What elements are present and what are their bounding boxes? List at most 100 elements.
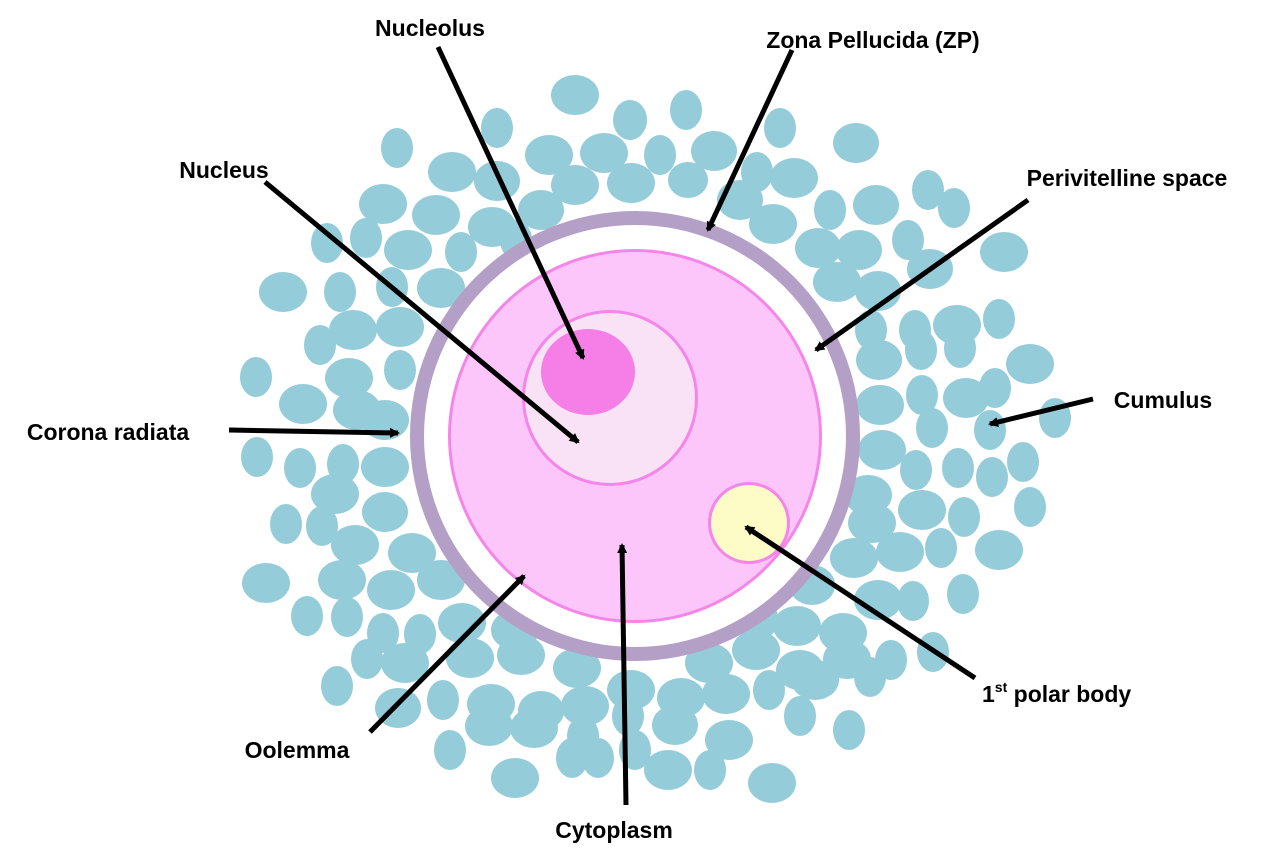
cumulus-cell [384, 230, 432, 270]
cumulus-cell [497, 635, 545, 675]
cumulus-cell [900, 450, 932, 490]
cumulus-cell [942, 448, 974, 488]
cumulus-cell [613, 100, 647, 140]
cumulus-cell [612, 696, 644, 736]
cumulus-cell [324, 272, 356, 312]
cumulus-cell [242, 563, 290, 603]
cumulus-cell [753, 670, 785, 710]
cumulus-cell [974, 410, 1006, 450]
cumulus-cell [351, 639, 383, 679]
cumulus-cell [856, 385, 904, 425]
label-polar-body-number: 1 [982, 681, 995, 707]
cumulus-cell [833, 710, 865, 750]
cumulus-cell [318, 560, 366, 600]
cumulus-cell [510, 708, 558, 748]
cumulus-cell [1014, 487, 1046, 527]
cumulus-cell [350, 218, 382, 258]
cumulus-cell [925, 528, 957, 568]
cumulus-cell [412, 195, 460, 235]
cumulus-cell [897, 581, 929, 621]
cumulus-cell [474, 161, 520, 201]
cumulus-cell [362, 492, 408, 532]
cumulus-cell [428, 152, 476, 192]
cumulus-cell [434, 730, 466, 770]
cumulus-cell [652, 705, 698, 745]
cumulus-cell [791, 660, 839, 700]
cumulus-cell [329, 310, 377, 350]
cumulus-cell [670, 90, 702, 130]
cumulus-cell [979, 368, 1011, 408]
cumulus-cell [1007, 442, 1039, 482]
cumulus-cell [607, 163, 655, 203]
label-polar-body: 1st polar body [982, 679, 1131, 707]
cumulus-cell [321, 666, 353, 706]
cumulus-cell [876, 532, 924, 572]
cumulus-cell [367, 570, 415, 610]
cumulus-cell [644, 750, 692, 790]
label-nucleus: Nucleus [179, 157, 268, 183]
cumulus-cell [491, 758, 539, 798]
cumulus-cell [284, 448, 316, 488]
cumulus-cell [905, 330, 937, 370]
label-polar-body-sup: st [995, 679, 1008, 695]
cumulus-cell [668, 162, 708, 198]
cumulus-cell [944, 328, 976, 368]
cumulus-cell [702, 674, 750, 714]
cumulus-cell [854, 657, 886, 697]
cumulus-cell [980, 232, 1028, 272]
cumulus-cell [445, 232, 477, 272]
cumulus-cell [644, 135, 676, 175]
cumulus-cell [938, 188, 970, 228]
nucleolus [541, 329, 635, 415]
cumulus-cell [916, 408, 948, 448]
cumulus-cell [948, 497, 980, 537]
arrow-corona [229, 430, 398, 433]
cumulus-cell [764, 108, 796, 148]
label-perivitelline-space: Perivitelline space [1027, 165, 1228, 191]
cumulus-cell [983, 299, 1015, 339]
cumulus-cell [291, 596, 323, 636]
cumulus-cell [858, 430, 906, 470]
cumulus-cell [241, 437, 273, 477]
cumulus-cell [732, 630, 780, 670]
cumulus-cell [853, 185, 899, 225]
cumulus-cell [359, 184, 407, 224]
cumulus-cell [976, 457, 1008, 497]
label-nucleolus: Nucleolus [375, 15, 485, 41]
cumulus-cell [694, 750, 726, 790]
cumulus-cell [814, 190, 846, 230]
cumulus-cell [813, 262, 861, 302]
cumulus-cell [259, 272, 307, 312]
cumulus-cell [898, 490, 946, 530]
cumulus-cell [947, 574, 979, 614]
cumulus-cell [551, 75, 599, 115]
label-oolemma: Oolemma [245, 737, 350, 763]
cumulus-cell [384, 350, 416, 390]
cumulus-cell [795, 228, 841, 268]
cumulus-cell [830, 538, 878, 578]
cumulus-cell [856, 340, 902, 380]
cumulus-cell [833, 123, 879, 163]
cumulus-cell [749, 204, 797, 244]
cumulus-cell [376, 307, 424, 347]
cumulus-cell [481, 108, 513, 148]
cumulus-cell [556, 738, 588, 778]
label-cumulus: Cumulus [1114, 387, 1212, 413]
cumulus-cell [427, 680, 459, 720]
cumulus-cell [381, 128, 413, 168]
cumulus-cell [975, 530, 1023, 570]
cumulus-cell [361, 447, 409, 487]
cumulus-cell [240, 357, 272, 397]
polar-body [711, 485, 787, 561]
cumulus-cell [784, 696, 816, 736]
label-cytoplasm: Cytoplasm [555, 817, 673, 843]
cumulus-cell [331, 525, 379, 565]
label-zona-pellucida: Zona Pellucida (ZP) [766, 27, 979, 53]
cumulus-cell [279, 384, 327, 424]
cumulus-cell [770, 158, 818, 198]
cumulus-cell [270, 504, 302, 544]
cumulus-cell [446, 638, 494, 678]
cumulus-cell [465, 706, 513, 746]
label-corona-radiata: Corona radiata [27, 419, 190, 445]
